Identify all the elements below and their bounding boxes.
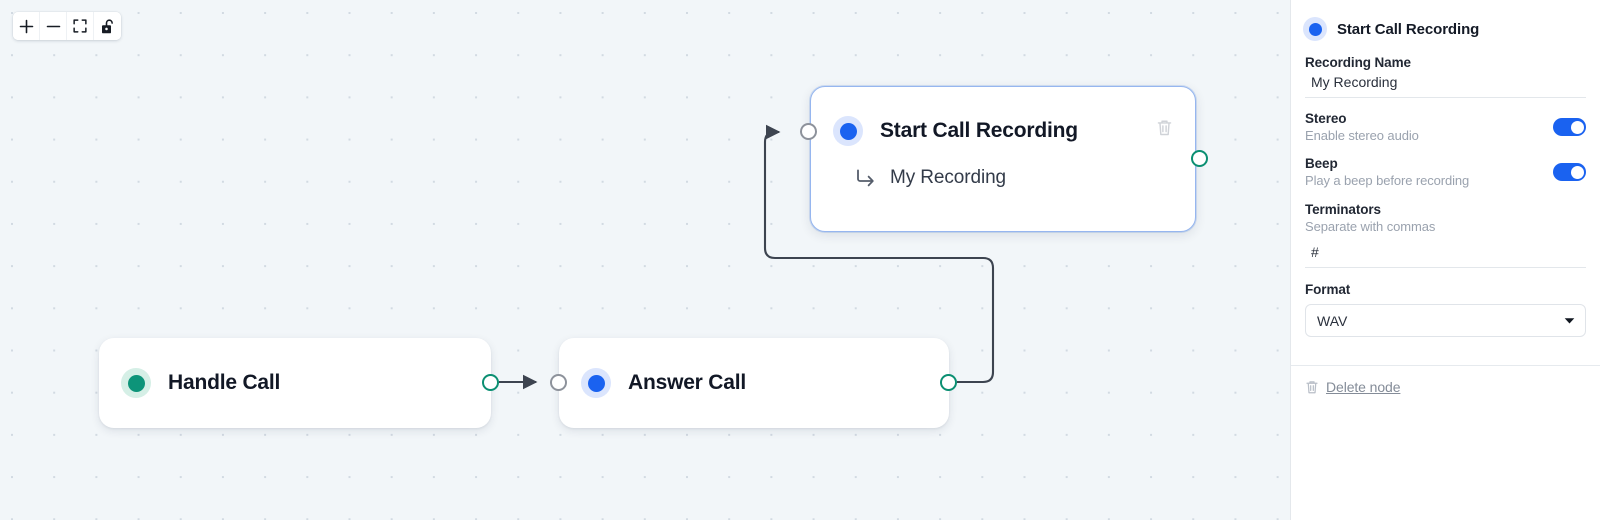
panel-divider: [1291, 365, 1600, 366]
answer-call-input-handle[interactable]: [550, 374, 567, 391]
stereo-toggle-knob: [1570, 120, 1584, 134]
panel-body: Recording Name Stereo Enable stereo audi…: [1291, 55, 1600, 337]
node-start-call-recording[interactable]: Start Call Recording My Recording: [810, 86, 1196, 232]
answer-call-output-handle[interactable]: [940, 374, 957, 391]
node-status-dot-icon: [121, 368, 151, 398]
node-answer-call-title: Answer Call: [628, 371, 747, 394]
node-status-dot-icon: [833, 116, 863, 146]
format-select-wrap: WAV: [1305, 304, 1586, 337]
stereo-toggle[interactable]: [1553, 118, 1586, 136]
lock-toggle-button[interactable]: [94, 12, 121, 40]
beep-toggle[interactable]: [1553, 163, 1586, 181]
node-delete-icon[interactable]: [1156, 118, 1173, 142]
terminators-label: Terminators: [1305, 202, 1381, 217]
node-start-call-recording-subtitle-row: My Recording: [855, 167, 1006, 189]
stereo-label: Stereo: [1305, 111, 1347, 126]
node-start-call-recording-title: Start Call Recording: [880, 119, 1078, 142]
plus-icon: [19, 19, 33, 33]
start-call-recording-input-handle[interactable]: [800, 123, 817, 140]
panel-header: Start Call Recording: [1291, 0, 1600, 41]
beep-toggle-knob: [1570, 165, 1584, 179]
handle-call-output-handle[interactable]: [482, 374, 499, 391]
format-label: Format: [1305, 282, 1351, 297]
node-handle-call-row: Handle Call: [99, 338, 491, 428]
trash-icon: [1306, 381, 1318, 394]
edge-layer: [499, 124, 995, 390]
delete-node-button[interactable]: Delete node: [1305, 379, 1401, 395]
node-status-dot-icon: [581, 368, 611, 398]
format-select[interactable]: WAV: [1305, 304, 1586, 337]
node-handle-call[interactable]: Handle Call: [99, 338, 491, 428]
canvas-toolbar: [13, 12, 121, 40]
terminators-input[interactable]: [1305, 240, 1586, 268]
fit-view-button[interactable]: [67, 12, 94, 40]
stereo-texts: Stereo Enable stereo audio: [1305, 111, 1419, 143]
field-stereo: Stereo Enable stereo audio: [1305, 111, 1586, 143]
delete-node-label: Delete node: [1326, 379, 1401, 395]
recording-name-input[interactable]: [1305, 70, 1586, 98]
field-recording-name: Recording Name: [1305, 55, 1586, 98]
node-start-call-recording-row: Start Call Recording: [811, 87, 1195, 173]
fit-view-icon: [73, 19, 87, 33]
node-handle-call-title: Handle Call: [168, 371, 281, 394]
beep-hint: Play a beep before recording: [1305, 173, 1470, 188]
zoom-in-button[interactable]: [13, 12, 40, 40]
start-call-recording-output-handle[interactable]: [1191, 150, 1208, 167]
recording-name-label: Recording Name: [1305, 55, 1411, 70]
minus-icon: [46, 25, 60, 27]
node-answer-call-row: Answer Call: [559, 338, 949, 428]
zoom-out-button[interactable]: [40, 12, 67, 40]
field-terminators: Terminators Separate with commas: [1305, 202, 1586, 268]
panel-status-dot-icon: [1303, 17, 1327, 41]
flow-canvas[interactable]: Handle Call Answer Call Start Call Recor…: [0, 0, 1290, 520]
beep-texts: Beep Play a beep before recording: [1305, 156, 1469, 188]
trash-icon: [1157, 120, 1172, 136]
terminators-hint: Separate with commas: [1305, 219, 1436, 234]
node-properties-panel: Start Call Recording Recording Name Ster…: [1290, 0, 1600, 520]
lock-open-icon: [101, 18, 113, 33]
field-beep: Beep Play a beep before recording: [1305, 156, 1586, 188]
beep-label: Beep: [1305, 156, 1338, 171]
panel-title: Start Call Recording: [1337, 20, 1480, 38]
node-answer-call[interactable]: Answer Call: [559, 338, 949, 428]
subflow-arrow-icon: [857, 169, 874, 187]
stereo-hint: Enable stereo audio: [1305, 128, 1419, 143]
field-format: Format WAV: [1305, 282, 1586, 337]
node-start-call-recording-subtitle: My Recording: [890, 167, 1007, 188]
